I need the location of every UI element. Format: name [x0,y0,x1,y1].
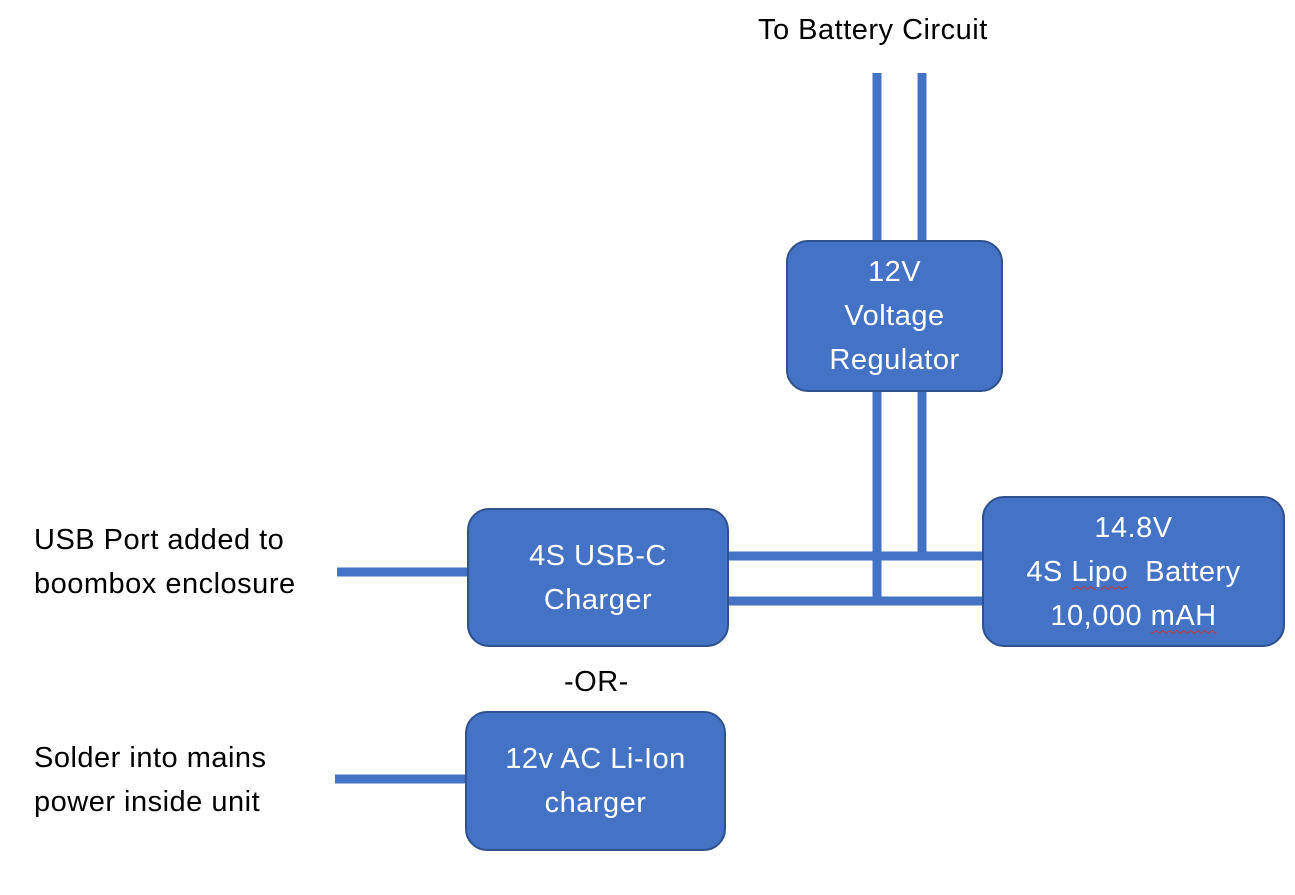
to-battery-circuit-label: To Battery Circuit [758,8,988,52]
ac-charger-line2: charger [544,787,647,819]
usb-charger-line1: 4S USB-C [529,539,667,572]
or-text: -OR- [564,666,629,698]
solder-mains-label: Solder into mains power inside unit [34,736,267,824]
regulator-line1: 12V [867,256,922,288]
voltage-regulator-box: 12V Voltage Regulator [786,240,1003,392]
usb-c-charger-box: 4S USB-C Charger [467,508,729,647]
battery-line2: 4S Lipo Battery [1026,550,1240,594]
solder-mains-label-line1: Solder into mains [34,742,267,774]
to-battery-circuit-text: To Battery Circuit [758,14,988,46]
or-label: -OR- [564,660,629,704]
ac-charger-line1: 12v AC Li-Ion [505,743,686,775]
lipo-battery-box: 14.8V 4S Lipo Battery 10,000 mAH [982,496,1285,647]
usb-port-label-line2: boombox enclosure [34,568,296,600]
battery-line3-part1: 10,000 [1050,599,1151,632]
usb-charger-line2: Charger [543,583,653,616]
usb-port-label: USB Port added to boombox enclosure [34,518,296,606]
battery-line3: 10,000 mAH [1050,594,1216,638]
ac-li-ion-charger-box: 12v AC Li-Ion charger [465,711,726,851]
regulator-line2: Voltage [844,300,945,332]
solder-mains-label-line2: power inside unit [34,786,261,818]
regulator-line3: Regulator [829,344,960,376]
battery-line2-part3: Battery [1128,555,1241,588]
battery-line2-part1: 4S [1026,555,1072,588]
battery-line3-part2: mAH [1150,599,1217,632]
battery-line1: 14.8V [1094,511,1173,544]
battery-line2-part2: Lipo [1071,555,1129,588]
usb-port-label-line1: USB Port added to [34,524,285,556]
